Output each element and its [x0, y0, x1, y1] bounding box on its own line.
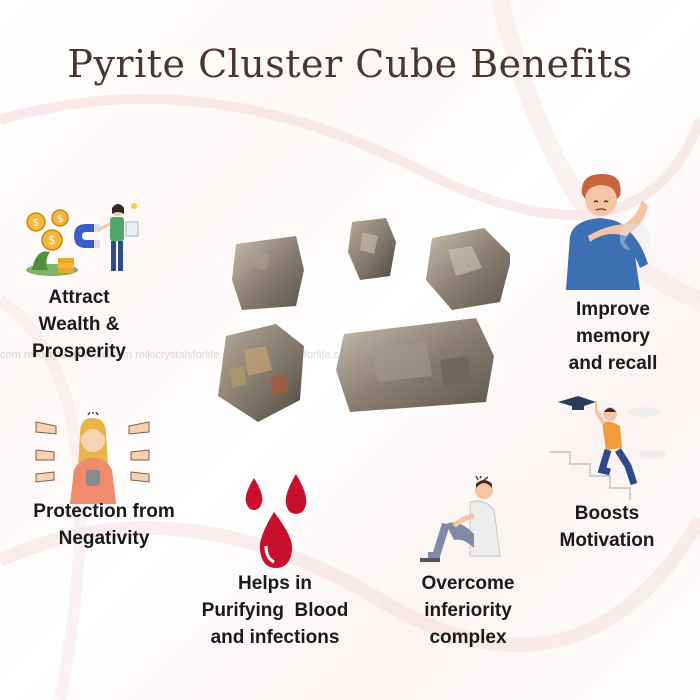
- svg-text:$: $: [33, 216, 40, 229]
- wealth-magnet-icon: $ $ $: [26, 203, 139, 276]
- benefit-blood-line1: Helps in: [238, 573, 312, 594]
- benefit-inferiority-line3: complex: [429, 627, 507, 648]
- sitting-person-icon: [420, 476, 501, 562]
- benefit-motivation-line2: Motivation: [559, 530, 655, 551]
- benefit-inferiority-line2: inferiority: [424, 600, 512, 621]
- climbing-stairs-icon: [550, 396, 666, 500]
- blood-drops-icon: [245, 474, 307, 568]
- protection-icon: [35, 412, 150, 504]
- benefit-memory: Improve memory and recall: [548, 296, 678, 377]
- benefit-wealth-line1: Attract: [48, 287, 110, 308]
- benefit-protection-line1: Protection from: [33, 501, 175, 522]
- benefit-wealth: Attract Wealth & Prosperity: [20, 284, 138, 365]
- benefit-blood-line3: and infections: [210, 627, 340, 648]
- svg-text:$: $: [57, 214, 63, 225]
- benefit-inferiority-line1: Overcome: [421, 573, 515, 594]
- benefit-wealth-line3: Prosperity: [32, 341, 126, 362]
- benefit-motivation: Boosts Motivation: [548, 500, 666, 554]
- benefit-wealth-line2: Wealth &: [38, 314, 120, 335]
- benefit-motivation-line1: Boosts: [574, 503, 640, 524]
- benefit-protection: Protection from Negativity: [18, 498, 190, 552]
- benefit-protection-line2: Negativity: [58, 528, 150, 549]
- svg-text:$: $: [48, 233, 56, 247]
- benefit-memory-line2: memory: [576, 326, 650, 347]
- benefit-memory-line3: and recall: [568, 353, 658, 374]
- page-title: Pyrite Cluster Cube Benefits: [67, 42, 633, 86]
- benefit-blood-line2: Purifying Blood: [201, 600, 349, 621]
- benefit-inferiority: Overcome inferiority complex: [406, 570, 530, 651]
- thinking-person-icon: [566, 174, 650, 290]
- pyrite-stones-image: [218, 218, 510, 422]
- benefit-blood: Helps in Purifying Blood and infections: [190, 570, 360, 651]
- benefit-memory-line1: Improve: [576, 299, 650, 320]
